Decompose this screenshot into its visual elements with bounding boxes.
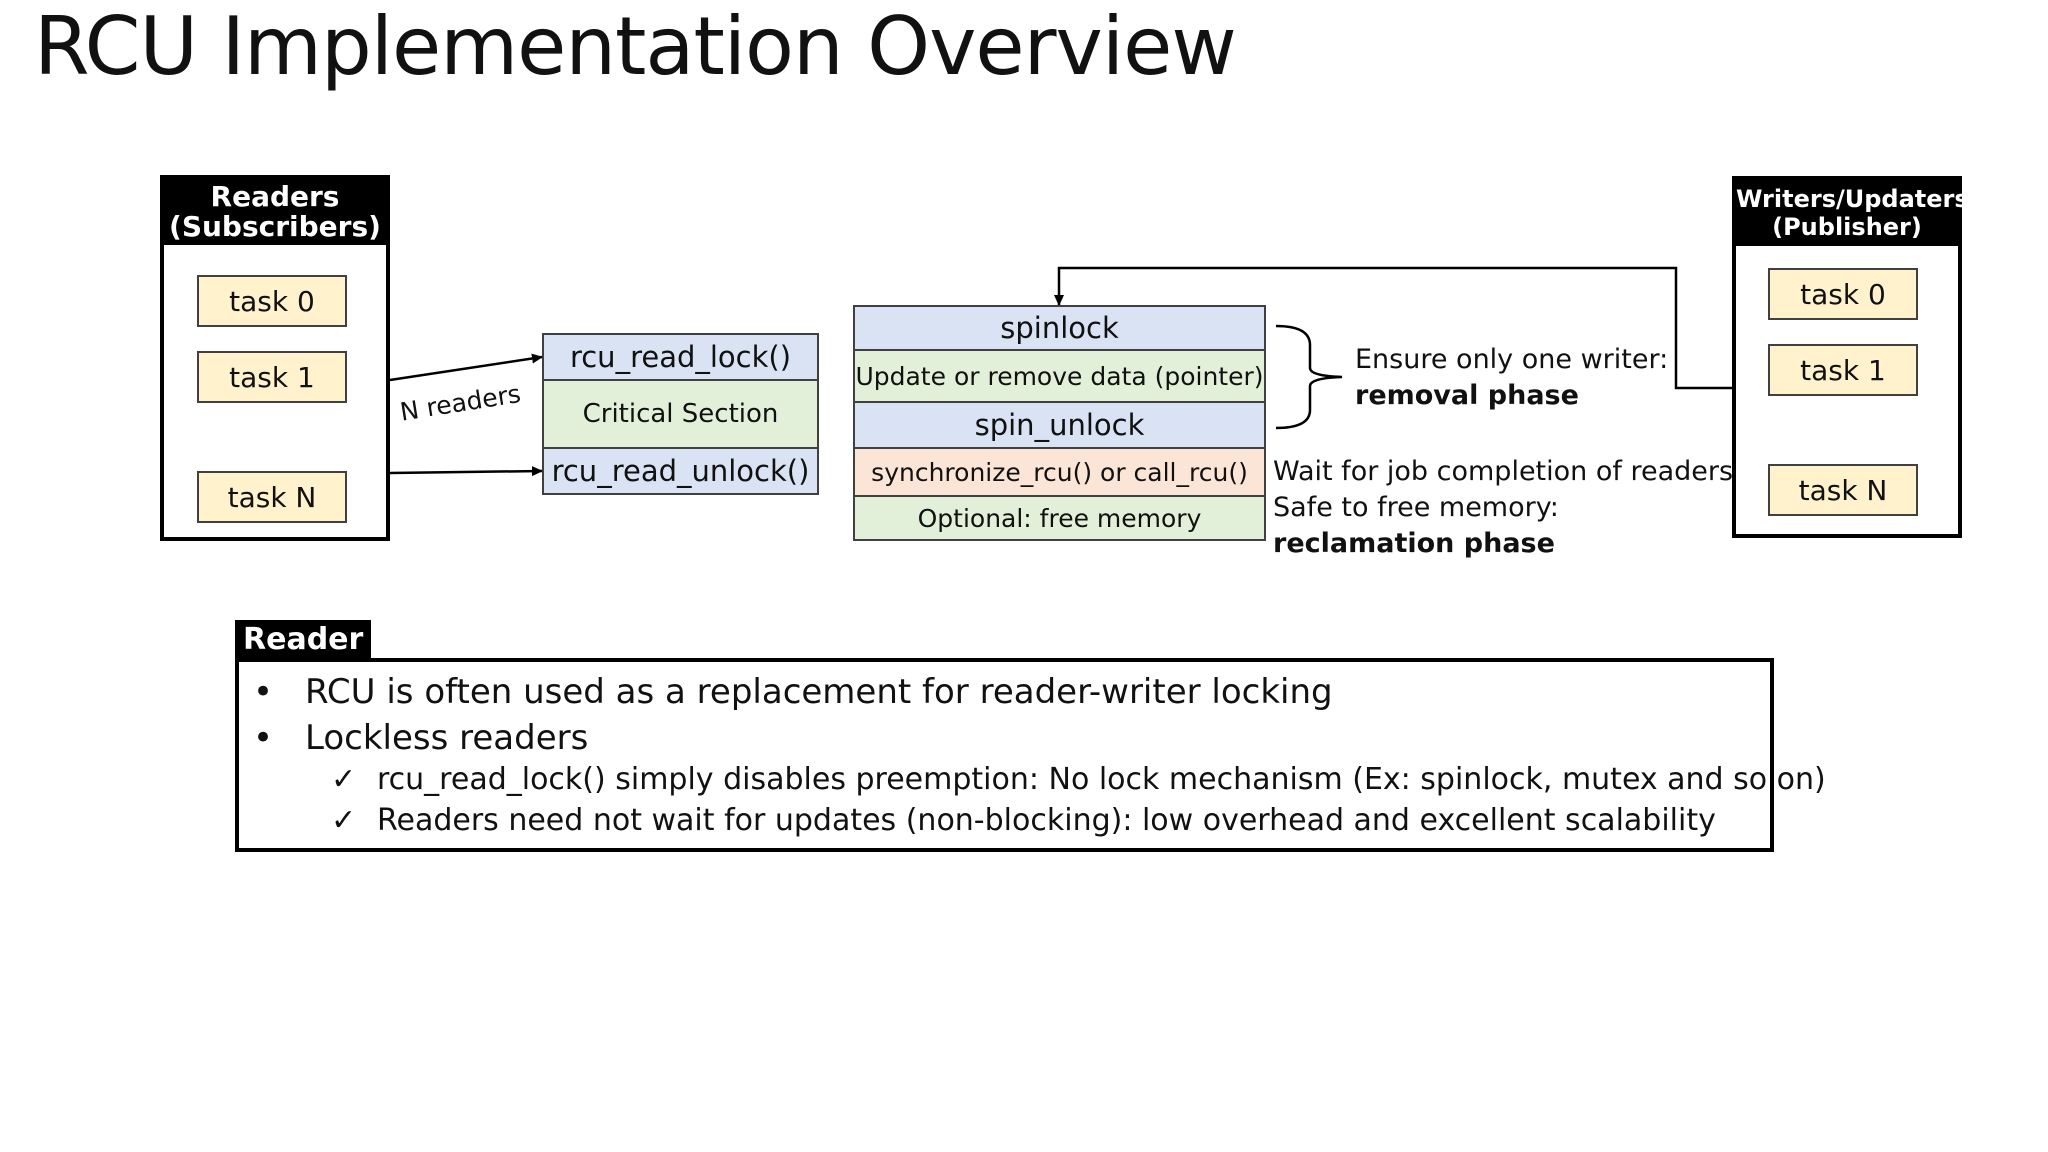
spin-unlock-cell: spin_unlock xyxy=(853,401,1266,449)
rcu-read-lock-cell: rcu_read_lock() xyxy=(542,333,819,381)
reclaim-note-line2: Safe to free memory: xyxy=(1273,492,1559,523)
removal-note-line1: Ensure only one writer: xyxy=(1355,344,1669,375)
subbullet-text-2: Readers need not wait for updates (non-b… xyxy=(377,803,1716,838)
removal-brace xyxy=(1275,324,1343,430)
reader-to-unlock-arrow xyxy=(389,466,543,477)
bullet-text-1: RCU is often used as a replacement for r… xyxy=(305,672,1333,712)
page-title: RCU Implementation Overview xyxy=(34,0,1237,93)
readers-header-line2: (Subscribers) xyxy=(169,210,381,243)
synchronize-rcu-cell: synchronize_rcu() or call_rcu() xyxy=(853,447,1266,497)
check-mark-1: ✓ xyxy=(331,762,357,797)
writer-to-spinlock-arrow xyxy=(1054,266,1732,390)
subbullet-item-2: ✓ Readers need not wait for updates (non… xyxy=(331,803,1716,838)
bullet-text-2: Lockless readers xyxy=(305,718,589,758)
readers-header-line1: Readers xyxy=(210,180,340,213)
reclaim-note-line1: Wait for job completion of readers xyxy=(1273,456,1734,487)
reader-task-0[interactable]: task 0 xyxy=(197,275,347,327)
reader-task-n[interactable]: task N xyxy=(197,471,347,523)
rcu-read-unlock-cell: rcu_read_unlock() xyxy=(542,447,819,495)
writer-task-n[interactable]: task N xyxy=(1768,464,1918,516)
critical-section-cell: Critical Section xyxy=(542,379,819,449)
writers-header-line1: Writers/Updaters xyxy=(1736,185,1969,213)
bullet-mark-1: • xyxy=(253,672,274,712)
removal-phase-text: removal phase xyxy=(1355,380,1579,411)
writer-task-1[interactable]: task 1 xyxy=(1768,344,1918,396)
writers-header-line2: (Publisher) xyxy=(1772,213,1922,241)
readers-header: Readers (Subscribers) xyxy=(164,179,386,245)
writer-task-0[interactable]: task 0 xyxy=(1768,268,1918,320)
removal-phase-label: removal phase xyxy=(1355,380,1579,411)
bullet-mark-2: • xyxy=(253,718,274,758)
writers-header: Writers/Updaters (Publisher) xyxy=(1736,180,1969,246)
reclamation-phase-label: reclamation phase xyxy=(1273,528,1555,559)
reader-task-1[interactable]: task 1 xyxy=(197,351,347,403)
subbullet-item-1: ✓ rcu_read_lock() simply disables preemp… xyxy=(331,762,1826,797)
free-memory-cell: Optional: free memory xyxy=(853,495,1266,541)
bullet-item-2: • Lockless readers xyxy=(253,718,588,758)
subbullet-text-1: rcu_read_lock() simply disables preempti… xyxy=(377,762,1826,797)
check-mark-2: ✓ xyxy=(331,803,357,838)
spinlock-cell: spinlock xyxy=(853,305,1266,351)
reclamation-phase-text: reclamation phase xyxy=(1273,528,1555,559)
update-data-cell: Update or remove data (pointer) xyxy=(853,349,1266,403)
bullet-item-1: • RCU is often used as a replacement for… xyxy=(253,672,1333,712)
reader-to-lock-arrow xyxy=(389,353,543,382)
reader-panel: • RCU is often used as a replacement for… xyxy=(235,658,1826,852)
reader-panel-tag: Reader xyxy=(235,620,372,660)
